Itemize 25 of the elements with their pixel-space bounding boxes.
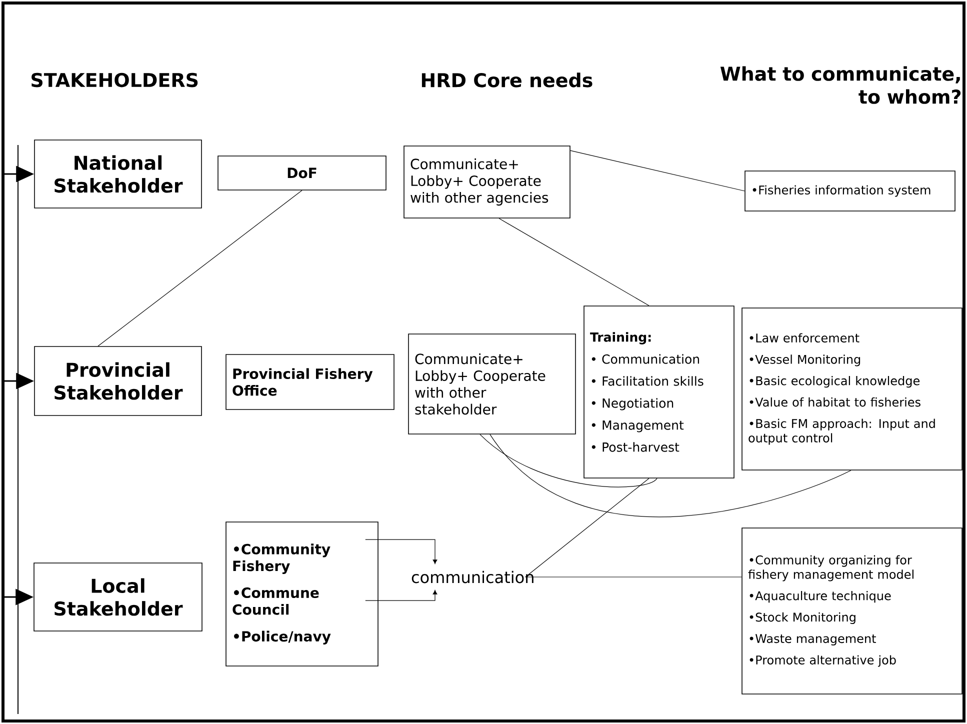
list-box: •Community organizing for fishery management model •Aquaculture technique •Stock Monitoring •Waste management •Promote alternative job xyxy=(742,528,962,694)
list-box: •Law enforcement •Vessel Monitoring •Basic ecological knowledge •Value of habitat to fisheries •Basic FM approach: Input and output control xyxy=(742,308,962,470)
heading: What to communicate, to whom? xyxy=(720,66,961,104)
connector xyxy=(525,478,650,578)
connector xyxy=(525,576,742,578)
connector xyxy=(498,218,650,306)
heading: HRD Core needs xyxy=(422,72,592,88)
process-box: DoF xyxy=(218,156,386,190)
list-box: Training: • Communication • Facilitation skills • Negotiation • Management • Post-harvest xyxy=(584,306,734,478)
node-text: communication xyxy=(412,570,534,584)
heading: STAKEHOLDERS xyxy=(32,72,198,88)
connector xyxy=(480,434,658,488)
process-box: Communicate+ Lobby+ Cooperate with other stakeholder xyxy=(408,334,576,434)
connector xyxy=(490,434,852,517)
list-box: •Community Fishery •Commune Council •Police/navy xyxy=(226,522,378,666)
process-box: Communicate+ Lobby+ Cooperate with other agencies xyxy=(404,146,570,218)
connector xyxy=(365,539,438,564)
stakeholder-box: Local Stakeholder xyxy=(34,562,202,632)
connector xyxy=(365,590,438,601)
connector xyxy=(98,190,302,346)
text-box: •Fisheries information system xyxy=(744,170,956,212)
stakeholder-box: National Stakeholder xyxy=(34,140,202,208)
connector xyxy=(570,150,745,192)
process-box: Provincial Fishery Office xyxy=(226,354,394,410)
stakeholder-box: Provincial Stakeholder xyxy=(34,346,202,416)
